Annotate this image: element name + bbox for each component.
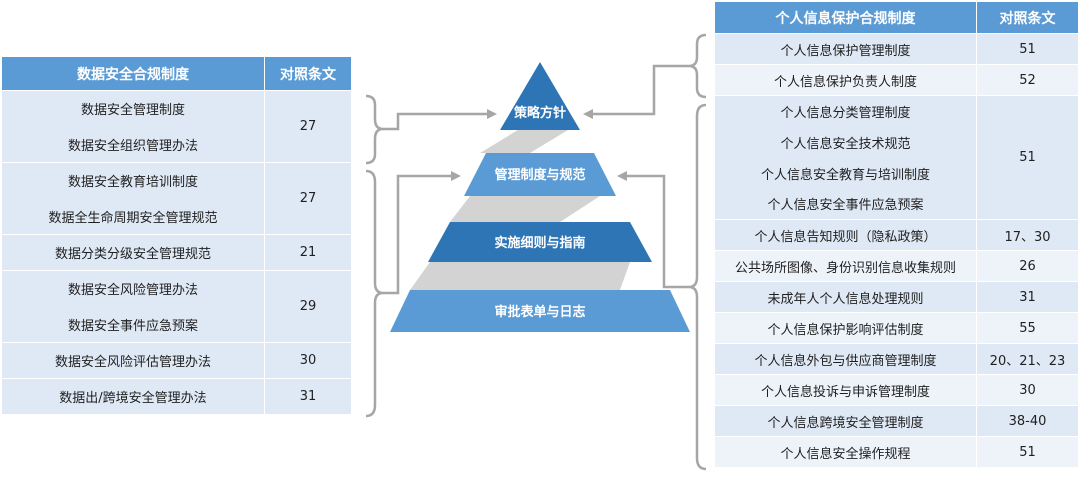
left-connector-top [383, 112, 488, 131]
right-connector-top [592, 64, 689, 116]
arrow-icon [617, 171, 627, 181]
table-cell-item: 个人信息安全技术规范 [714, 126, 977, 158]
left-header-title: 数据安全合规制度 [1, 56, 265, 91]
table-cell-ref: 30 [264, 342, 352, 379]
left-brace-top [365, 94, 384, 165]
table-cell-ref: 29 [264, 270, 352, 343]
pyramid-level-1 [500, 62, 580, 130]
table-cell-item: 个人信息跨境安全管理制度 [714, 405, 977, 437]
pyramid-label-1: 策略方针 [514, 105, 566, 121]
table-cell-item: 数据安全组织管理办法 [1, 126, 265, 163]
table-cell-ref: 30 [976, 374, 1079, 406]
table-cell-item: 个人信息安全操作规程 [714, 436, 977, 468]
pyramid-level-2 [464, 153, 616, 196]
pyramid-connector [410, 262, 630, 290]
table-cell-ref: 51 [976, 33, 1079, 65]
arrow-icon [487, 109, 497, 119]
table-cell-ref: 51 [976, 95, 1079, 220]
table-cell-ref: 38-40 [976, 405, 1079, 437]
pyramid-label-4: 审批表单与日志 [494, 304, 585, 320]
table-cell-item: 数据安全风险管理办法 [1, 270, 265, 307]
table-cell-item: 数据安全教育培训制度 [1, 162, 265, 199]
table-cell-item: 个人信息安全教育与培训制度 [714, 157, 977, 189]
pyramid-label-2: 管理制度与规范 [494, 167, 585, 183]
table-cell-item: 数据安全事件应急预案 [1, 306, 265, 343]
table-cell-ref: 26 [976, 250, 1079, 282]
arrow-icon [583, 109, 593, 119]
table-cell-ref: 55 [976, 312, 1079, 344]
table-cell-item: 个人信息保护管理制度 [714, 33, 977, 65]
pyramid-level-3 [428, 222, 652, 262]
arrow-icon [451, 171, 461, 181]
table-cell-ref: 31 [976, 281, 1079, 313]
right-header-title: 个人信息保护合规制度 [714, 1, 977, 34]
right-header-ref: 对照条文 [976, 1, 1079, 34]
right-brace-bottom [688, 103, 707, 471]
table-cell-ref: 31 [264, 378, 352, 415]
data-security-table: 数据安全合规制度 对照条文 数据安全管理制度 27 数据安全组织管理办法 数据安… [1, 56, 352, 415]
left-header-ref: 对照条文 [264, 56, 352, 91]
table-cell-item: 个人信息投诉与申诉管理制度 [714, 374, 977, 406]
pyramid-connector [480, 130, 568, 153]
left-brace-bottom [365, 169, 384, 418]
left-connector-bottom [383, 174, 452, 295]
table-cell-item: 数据安全管理制度 [1, 90, 265, 127]
table-cell-item: 数据全生命周期安全管理规范 [1, 198, 265, 235]
table-cell-item: 个人信息安全事件应急预案 [714, 188, 977, 220]
pyramid-label-3: 实施细则与指南 [494, 235, 585, 251]
pyramid-connector [450, 196, 600, 222]
pyramid-level-4 [390, 290, 690, 332]
table-cell-item: 数据安全风险评估管理办法 [1, 342, 265, 379]
table-cell-item: 个人信息外包与供应商管理制度 [714, 343, 977, 375]
right-connector-bottom [626, 174, 689, 289]
personal-info-table: 个人信息保护合规制度 对照条文 个人信息保护管理制度 51 个人信息保护负责人制… [714, 1, 1079, 468]
table-cell-item: 个人信息告知规则（隐私政策） [714, 219, 977, 251]
table-cell-item: 个人信息分类管理制度 [714, 95, 977, 127]
table-cell-ref: 51 [976, 436, 1079, 468]
right-brace-top [688, 33, 707, 99]
table-cell-ref: 20、21、23 [976, 343, 1079, 375]
table-cell-item: 个人信息保护影响评估制度 [714, 312, 977, 344]
table-cell-item: 数据出/跨境安全管理办法 [1, 378, 265, 415]
table-cell-ref: 27 [264, 162, 352, 235]
table-cell-ref: 52 [976, 64, 1079, 96]
table-cell-item: 未成年人个人信息处理规则 [714, 281, 977, 313]
